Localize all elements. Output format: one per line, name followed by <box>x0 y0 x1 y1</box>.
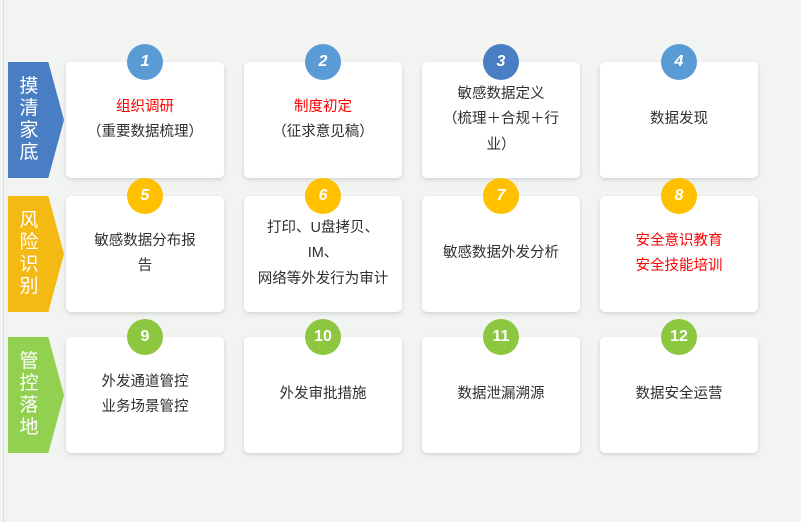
step-number-badge-12: 12 <box>661 319 697 355</box>
card-text: 数据安全运营 <box>636 382 723 407</box>
stage-label-char: 摸 <box>19 76 39 98</box>
step-number-badge-7: 7 <box>483 178 519 214</box>
process-card-5[interactable]: 敏感数据分布报告 <box>66 196 224 312</box>
card-text-line: 敏感数据分布报 <box>94 232 196 249</box>
stage-label-char: 别 <box>19 275 39 297</box>
stage-label-char: 控 <box>19 373 39 395</box>
card-text: 组织调研 （重要数据梳理） <box>87 95 203 146</box>
stage-label: 风险识别 <box>8 196 50 312</box>
step-number-badge-9: 9 <box>127 319 163 355</box>
step-number-badge-3: 3 <box>483 44 519 80</box>
stage-label-char: 清 <box>19 98 39 120</box>
stage-banner-2: 风险识别 <box>8 196 64 312</box>
card-text: 安全意识教育安全技能培训 <box>636 229 723 280</box>
left-divider-rule <box>3 0 4 522</box>
card-text-line-highlighted: 安全意识教育 <box>635 232 723 249</box>
step-number-badge-1: 1 <box>127 44 163 80</box>
card-text-line: 数据安全运营 <box>635 386 723 403</box>
card-text-line: 数据发现 <box>650 111 708 128</box>
card-text-line: 敏感数据定义 <box>457 85 545 102</box>
process-card-11[interactable]: 数据泄漏溯源 <box>422 337 580 453</box>
stage-label: 管控落地 <box>8 337 50 453</box>
process-card-6[interactable]: 打印、U盘拷贝、IM、网络等外发行为审计 <box>244 196 402 312</box>
step-number-badge-6: 6 <box>305 178 341 214</box>
card-text-line: 告 <box>137 258 153 274</box>
stage-label-char: 落 <box>19 395 39 416</box>
card-text-line: 外发审批措施 <box>279 386 367 403</box>
step-number-badge-8: 8 <box>661 178 697 214</box>
card-text-line: 敏感数据外发分析 <box>443 245 559 262</box>
stage-label-char: 地 <box>19 416 39 438</box>
card-text: 敏感数据外发分析 <box>443 241 559 266</box>
card-text: 外发审批措施 <box>280 382 367 407</box>
card-text-line-highlighted: 组织调研 <box>116 98 174 115</box>
card-text-line: 网络等外发行为审计 <box>257 270 389 287</box>
card-text-line: 业务场景管控 <box>101 399 189 415</box>
stage-label-char: 家 <box>19 120 39 141</box>
process-card-9[interactable]: 外发通道管控业务场景管控 <box>66 337 224 453</box>
stage-label-char: 险 <box>19 232 39 254</box>
process-card-3[interactable]: 敏感数据定义 （梳理＋合规＋行业） <box>422 62 580 178</box>
step-number-badge-2: 2 <box>305 44 341 80</box>
process-card-12[interactable]: 数据安全运营 <box>600 337 758 453</box>
card-text-line: 数据泄漏溯源 <box>457 386 545 403</box>
stage-label-char: 风 <box>19 210 39 232</box>
step-number-badge-5: 5 <box>127 178 163 214</box>
stage-banner-1: 摸清家底 <box>8 62 64 178</box>
card-text: 敏感数据定义 （梳理＋合规＋行业） <box>443 82 559 158</box>
card-text-line-highlighted: 安全技能培训 <box>635 258 723 274</box>
stage-label-char: 底 <box>19 141 39 163</box>
card-text: 数据发现 <box>650 107 708 132</box>
card-text-line: 业） <box>486 136 516 153</box>
card-text-line: （征求意见稿） <box>272 124 374 140</box>
card-text: 外发通道管控业务场景管控 <box>102 370 189 421</box>
process-card-1[interactable]: 组织调研 （重要数据梳理） <box>66 62 224 178</box>
card-text-line: （梳理＋合规＋行 <box>443 111 559 128</box>
stage-label: 摸清家底 <box>8 62 50 178</box>
process-card-10[interactable]: 外发审批措施 <box>244 337 402 453</box>
stage-label-char: 识 <box>19 254 39 275</box>
card-text-line: 外发通道管控 <box>101 373 189 390</box>
card-text: 数据泄漏溯源 <box>458 382 545 407</box>
process-card-8[interactable]: 安全意识教育安全技能培训 <box>600 196 758 312</box>
step-number-badge-4: 4 <box>661 44 697 80</box>
step-number-badge-10: 10 <box>305 319 341 355</box>
stage-banner-3: 管控落地 <box>8 337 64 453</box>
step-number-badge-11: 11 <box>483 319 519 355</box>
process-card-2[interactable]: 制度初定 （征求意见稿） <box>244 62 402 178</box>
process-card-4[interactable]: 数据发现 <box>600 62 758 178</box>
stage-label-char: 管 <box>19 351 39 373</box>
card-text: 敏感数据分布报告 <box>94 229 196 280</box>
card-text: 打印、U盘拷贝、IM、网络等外发行为审计 <box>256 216 390 292</box>
card-text-line-highlighted: 制度初定 <box>294 98 352 115</box>
card-text-line: （重要数据梳理） <box>87 124 203 140</box>
card-text-line: 打印、U盘拷贝、IM、 <box>267 219 379 262</box>
card-text: 制度初定 （征求意见稿） <box>272 95 374 146</box>
process-card-7[interactable]: 敏感数据外发分析 <box>422 196 580 312</box>
